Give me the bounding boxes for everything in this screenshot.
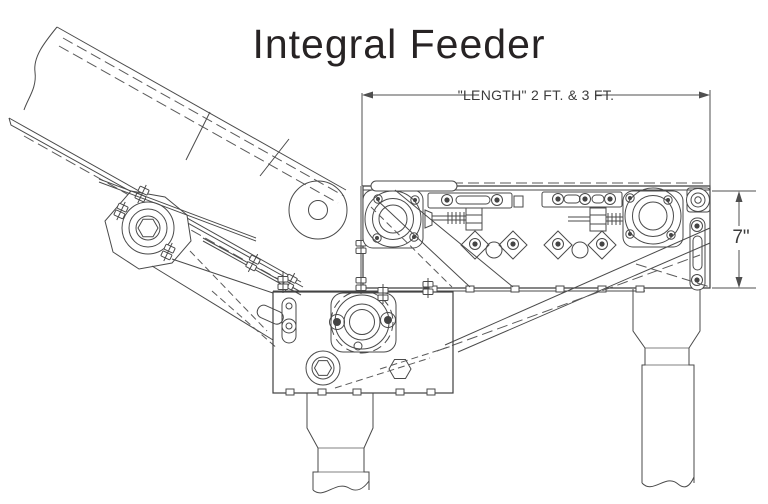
arrowhead-up — [735, 191, 743, 202]
drive-plate — [256, 271, 454, 396]
shaft-hex — [137, 218, 159, 238]
drive-flange-bearing — [329, 290, 396, 354]
drive-pulley — [305, 350, 341, 386]
belt-seam — [259, 138, 290, 177]
idler-pulley — [686, 187, 711, 213]
left-support-leg — [306, 393, 374, 494]
angled-slot — [256, 304, 284, 325]
arrowhead-down — [735, 277, 743, 288]
top-adjustment-plates — [370, 180, 623, 209]
incline-bearing-assembly — [104, 182, 192, 270]
feeder-box — [273, 180, 711, 353]
right-tensioner-screw — [568, 207, 623, 232]
drive-plate-outline — [272, 291, 454, 394]
head-pulley — [288, 180, 348, 240]
leg-break-line — [312, 480, 370, 494]
length-dimension-label: "LENGTH" 2 FT. & 3 FT. — [458, 87, 615, 103]
right-bracket-group — [543, 230, 617, 260]
belt-top-edge — [56, 26, 347, 191]
left-bearing — [362, 189, 424, 249]
length-dimension: "LENGTH" 2 FT. & 3 FT. — [361, 87, 711, 187]
height-dimension-label: 7" — [732, 227, 749, 248]
slotted-link — [689, 217, 706, 291]
plate-slot-link — [281, 297, 297, 344]
chute-lines — [370, 189, 711, 353]
incline-frame — [151, 250, 279, 350]
page-title: Integral Feeder — [252, 21, 545, 67]
frame-hex-cutout — [388, 359, 412, 379]
left-tensioner-screw — [424, 207, 483, 231]
height-dimension: 7" — [712, 190, 756, 289]
arrowhead-right — [699, 91, 710, 99]
right-support-leg — [632, 289, 701, 488]
right-bearing — [622, 187, 684, 248]
belt-break-line — [23, 26, 58, 111]
belt-seam — [185, 111, 211, 161]
arrowhead-left — [362, 91, 373, 99]
leg-break-line — [641, 476, 695, 488]
left-bracket-group — [460, 230, 528, 260]
